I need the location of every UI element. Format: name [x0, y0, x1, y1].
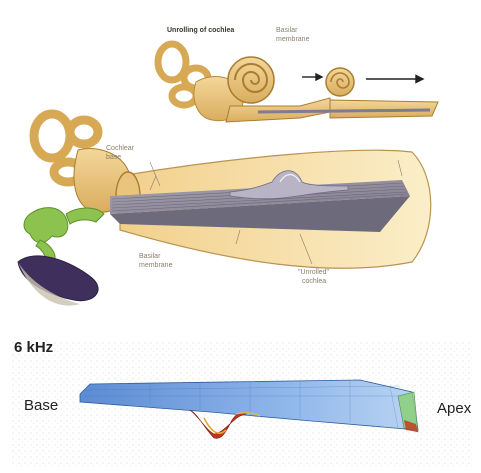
basilar-response-plot: 6 kHz Base Apex — [12, 339, 472, 468]
unrolled-cochlea-illustration: Cochlear base Basilar membrane "Unrolled… — [18, 114, 431, 306]
unrolling-illustration: Unrolling of cochlea Basilar membrane — [158, 27, 438, 122]
ossicles-icon — [24, 208, 104, 262]
eardrum-icon — [18, 256, 98, 306]
apex-label: Apex — [437, 400, 472, 417]
unrolling-title: Unrolling of cochlea — [167, 27, 234, 34]
basilar-label-bottom-1: Basilar — [139, 253, 161, 260]
cochlear-base-label-1: Cochlear — [106, 145, 135, 152]
basilar-label-bottom-2: membrane — [139, 262, 173, 269]
base-label: Base — [24, 397, 58, 414]
basilar-label-top-1: Basilar — [276, 27, 298, 34]
frequency-label: 6 kHz — [14, 339, 53, 356]
arrow-right-icon — [366, 76, 423, 83]
unrolled-cochlea-label-2: cochlea — [302, 278, 326, 285]
unrolled-cochlea-label-1: "Unrolled" — [298, 269, 330, 276]
spiral-cochlea-icon — [228, 57, 274, 103]
partially-unrolled-cochlea-icon — [326, 68, 354, 96]
basilar-label-top-2: membrane — [276, 36, 310, 43]
cochlear-base-label-2: base — [106, 154, 121, 161]
arrow-right-icon — [302, 74, 322, 80]
